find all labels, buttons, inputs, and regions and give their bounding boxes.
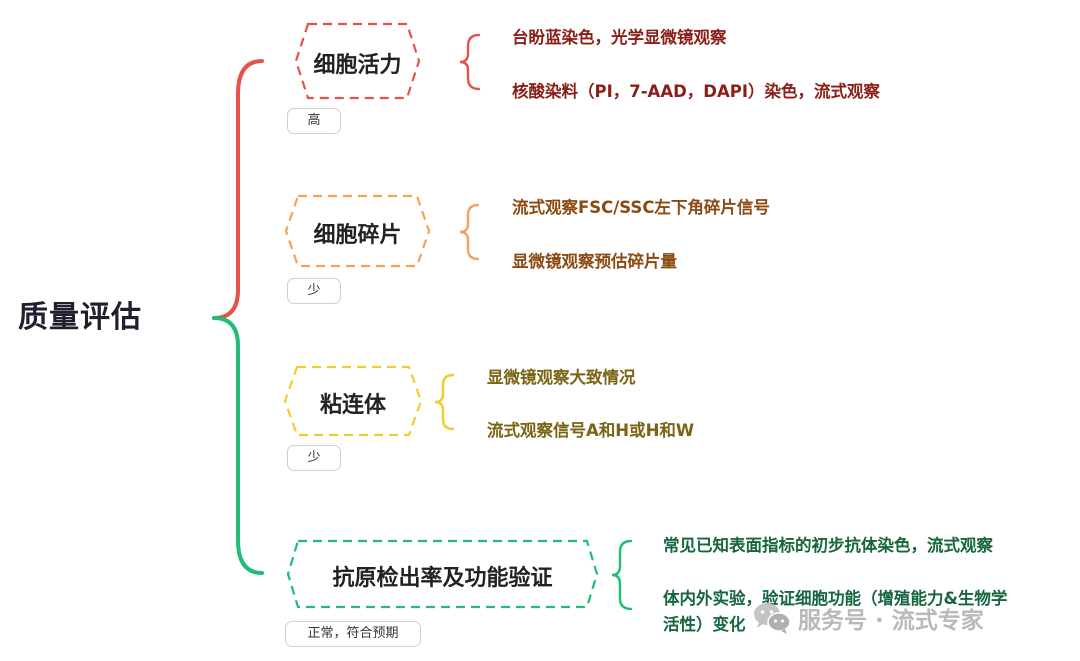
node-doublets-label: 粘连体 bbox=[319, 393, 386, 418]
tag-doublets: 少 bbox=[287, 445, 341, 471]
node-cell-viability-label: 细胞活力 bbox=[313, 53, 402, 78]
node-cell-viability-box bbox=[294, 22, 421, 100]
node-antigen-function-label: 抗原检出率及功能验证 bbox=[332, 566, 553, 591]
tag-antigen-function: 正常，符合预期 bbox=[285, 621, 421, 647]
watermark: 服务号 · 流式专家 bbox=[752, 598, 984, 638]
connector-root-lower bbox=[212, 316, 264, 575]
brace-antigen-function bbox=[611, 539, 633, 611]
tag-cell-viability: 高 bbox=[287, 108, 341, 134]
detail-antigen-function-2: 体内外实验，验证细胞功能（增殖能力&生物学 bbox=[663, 589, 1008, 608]
brace-cell-viability bbox=[459, 33, 481, 91]
detail-doublets-2: 流式观察信号A和H或H和W bbox=[487, 421, 695, 440]
tag-cell-debris: 少 bbox=[287, 278, 341, 304]
detail-antigen-function-1: 常见已知表面指标的初步抗体染色，流式观察 bbox=[663, 536, 993, 555]
watermark-text: 服务号 · 流式专家 bbox=[798, 608, 984, 634]
detail-antigen-function-3: 活性）变化 bbox=[663, 615, 746, 634]
brace-doublets bbox=[434, 373, 455, 431]
brace-cell-debris bbox=[459, 203, 480, 261]
detail-cell-debris-1: 流式观察FSC/SSC左下角碎片信号 bbox=[512, 198, 770, 217]
node-cell-debris-label: 细胞碎片 bbox=[313, 223, 402, 248]
detail-cell-viability-2: 核酸染料（PI，7-AAD，DAPI）染色，流式观察 bbox=[512, 82, 880, 101]
node-doublets-box bbox=[283, 365, 423, 437]
detail-cell-debris-2: 显微镜观察预估碎片量 bbox=[512, 252, 677, 271]
connector-root-upper bbox=[212, 59, 264, 320]
detail-cell-viability-1: 台盼蓝染色，光学显微镜观察 bbox=[512, 28, 727, 47]
detail-doublets-1: 显微镜观察大致情况 bbox=[487, 368, 636, 387]
node-antigen-function-box bbox=[286, 539, 599, 609]
root-title: 质量评估 bbox=[18, 300, 142, 335]
node-cell-debris-box bbox=[284, 194, 431, 268]
wechat-icon bbox=[754, 603, 791, 634]
